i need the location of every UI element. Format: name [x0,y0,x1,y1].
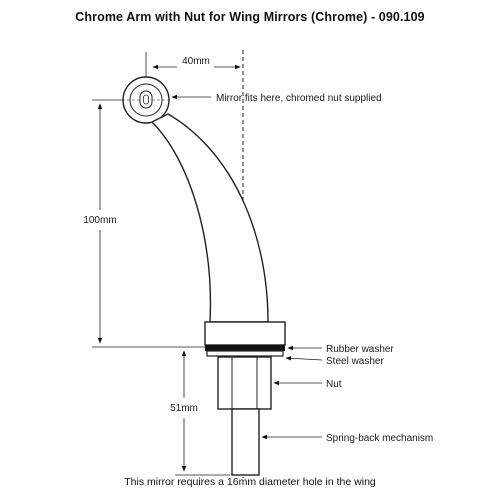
callout-steel-washer-label: Steel washer [326,356,384,367]
callout-steel-washer: Steel washer [285,356,384,367]
footer-note: This mirror requires a 16mm diameter hol… [124,476,376,488]
diagram-title: Chrome Arm with Nut for Wing Mirrors (Ch… [75,10,425,24]
mirror-mount [122,76,170,124]
callout-mirror: Mirror fits here, chromed nut supplied [171,93,382,104]
callout-nut-label: Nut [326,379,342,390]
base-height-dimension: 51mm [170,350,230,476]
callout-spring-back-label: Spring-back mechanism [326,433,433,444]
callout-spring-back: Spring-back mechanism [261,433,433,444]
nut [217,356,272,410]
steel-washer [206,350,284,357]
callout-mirror-label: Mirror fits here, chromed nut supplied [216,93,382,104]
width-dimension-label: 40mm [182,56,210,67]
arm-height-dimension: 100mm [83,99,205,348]
callout-rubber-washer: Rubber washer [287,344,394,355]
arm-height-label: 100mm [83,215,116,226]
rubber-washer [205,345,285,351]
curved-arm [151,113,269,323]
spring-back-shaft [231,408,260,476]
callout-rubber-washer-label: Rubber washer [326,344,394,355]
arm-base [204,321,286,346]
width-dimension: 40mm [145,52,241,82]
callout-nut: Nut [273,379,342,390]
base-height-label: 51mm [170,403,198,414]
